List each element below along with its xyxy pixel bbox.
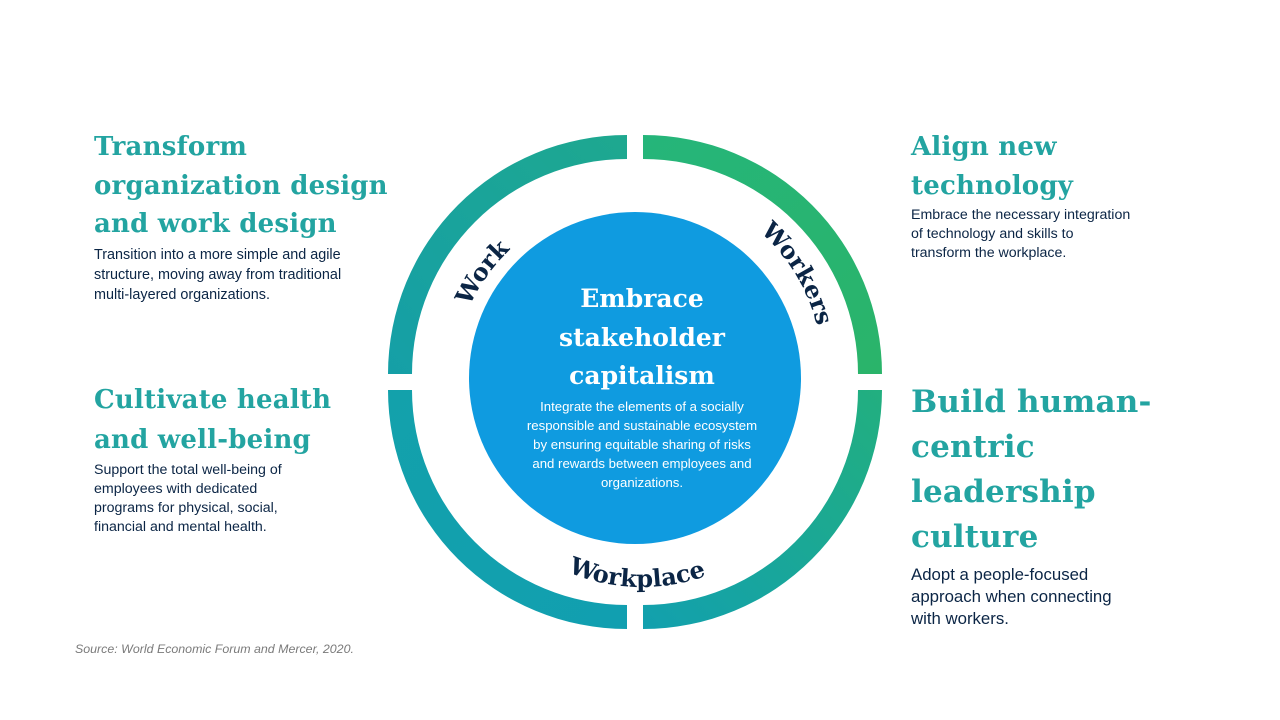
quadrant-heading: Build human- centric leadership culture — [911, 384, 1152, 555]
ring-segment-bottom-right — [643, 390, 882, 629]
quadrant-body: Adopt a people-focused approach when con… — [911, 565, 1112, 628]
quadrant-body: Embrace the necessary integration of tec… — [911, 207, 1131, 261]
quadrant-bottom-right: Build human- centric leadership culture … — [911, 380, 1211, 630]
quadrant-heading: Transform organization design and work d… — [94, 132, 388, 239]
ring — [388, 135, 882, 629]
center-content: Embrace stakeholder capitalism Integrate… — [496, 280, 788, 492]
center-title: Embrace stakeholder capitalism — [559, 284, 725, 390]
quadrant-top-right: Align new technology Embrace the necessa… — [911, 128, 1211, 263]
ring-segment-top-right — [643, 135, 882, 374]
quadrant-heading: Cultivate health and well-being — [94, 385, 332, 455]
source-note: Source: World Economic Forum and Mercer,… — [75, 642, 354, 656]
quadrant-bottom-left: Cultivate health and well-being Support … — [94, 381, 394, 537]
ring-label-workplace: Workplace — [565, 550, 708, 593]
quadrant-body: Transition into a more simple and agile … — [94, 246, 342, 303]
center-circle — [469, 212, 801, 544]
ring-segment-bottom-left — [388, 390, 627, 629]
quadrant-heading: Align new technology — [911, 132, 1074, 201]
quadrant-top-left: Transform organization design and work d… — [94, 128, 394, 305]
quadrant-body: Support the total well-being of employee… — [94, 462, 282, 535]
center-description: Integrate the elements of a socially res… — [526, 398, 758, 490]
ring-segment-top-left — [388, 135, 627, 374]
